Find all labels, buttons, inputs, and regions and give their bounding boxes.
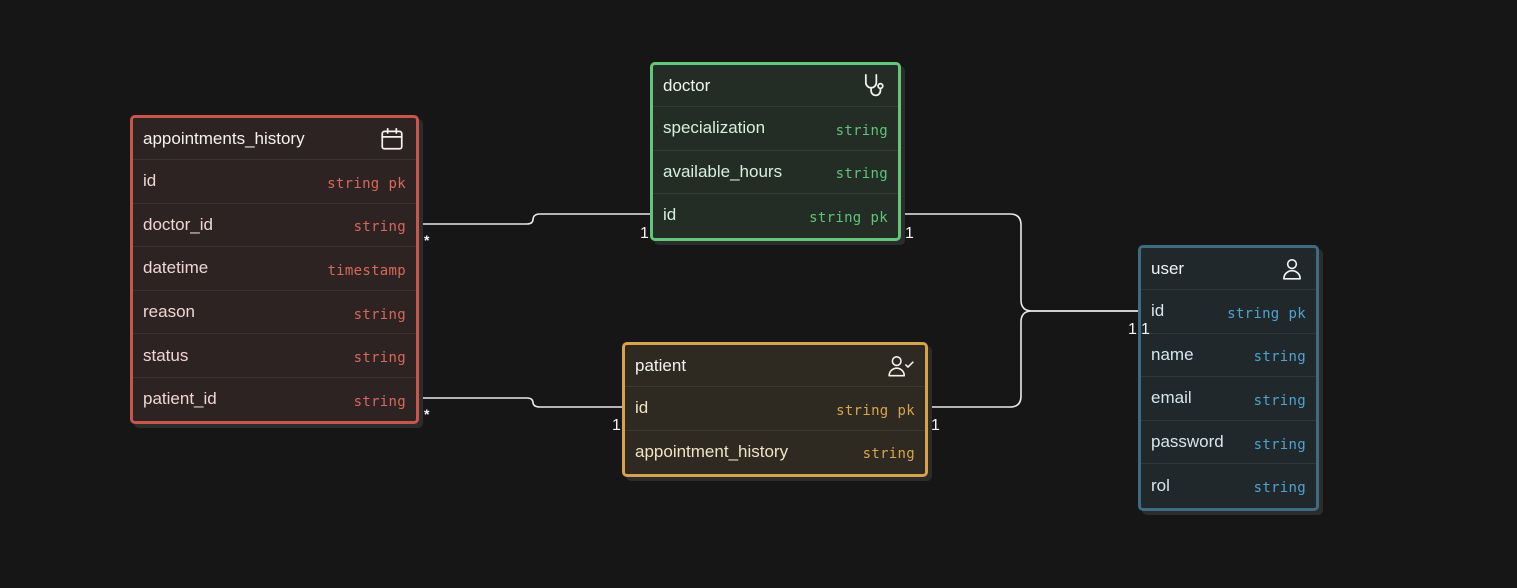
entity-appointments-history[interactable]: appointments_history id string pk doctor_…: [130, 115, 419, 424]
field-type: string: [1253, 436, 1306, 453]
field-row[interactable]: available_hours string: [653, 149, 898, 194]
field-type: string: [1253, 392, 1306, 409]
entity-header[interactable]: appointments_history: [133, 118, 416, 159]
field-name: id: [663, 205, 677, 225]
field-name: doctor_id: [143, 214, 213, 234]
stethoscope-icon: [860, 72, 888, 100]
entity-user[interactable]: user id string pk name string email strin…: [1138, 245, 1319, 511]
field-type: string: [835, 122, 888, 139]
field-type: string: [353, 219, 406, 236]
field-row[interactable]: password string: [1141, 419, 1316, 464]
field-row[interactable]: reason string: [133, 289, 416, 334]
field-row[interactable]: doctor_id string: [133, 202, 416, 247]
field-name: email: [1151, 388, 1192, 408]
field-name: reason: [143, 302, 195, 322]
cardinality-label: *: [424, 232, 430, 248]
field-name: id: [635, 398, 649, 418]
relation-line-appointments-doctor: [414, 213, 655, 225]
field-type: string pk: [1227, 306, 1306, 322]
pk-badge: pk: [388, 175, 406, 192]
relation-line-doctor-user: [897, 213, 1143, 312]
entity-header[interactable]: user: [1141, 248, 1316, 289]
cardinality-label: 1: [612, 417, 621, 434]
pk-badge: pk: [897, 402, 915, 419]
entity-header[interactable]: patient: [625, 345, 925, 386]
field-row[interactable]: id string pk: [133, 159, 416, 203]
type-label: string: [1227, 305, 1280, 322]
entity-title: user: [1151, 258, 1185, 278]
field-row[interactable]: name string: [1141, 332, 1316, 377]
relation-line-appointments-patient: [414, 397, 628, 408]
field-type: string: [835, 166, 888, 183]
cardinality-label: 1: [640, 225, 649, 242]
field-row[interactable]: email string: [1141, 376, 1316, 420]
field-name: rol: [1151, 475, 1170, 495]
field-type: string: [353, 306, 406, 323]
field-type: string: [353, 350, 406, 367]
calendar-icon: [378, 125, 406, 153]
relation-line-patient-user: [921, 310, 1143, 408]
field-row[interactable]: rol string: [1141, 463, 1316, 507]
field-type: string pk: [327, 176, 406, 192]
field-row[interactable]: appointment_history string: [625, 429, 925, 474]
field-row[interactable]: id string pk: [625, 386, 925, 430]
pk-badge: pk: [870, 209, 888, 226]
entity-header[interactable]: doctor: [653, 65, 898, 106]
field-name: specialization: [663, 118, 766, 138]
cardinality-label: 1: [1141, 321, 1150, 338]
entity-title: patient: [635, 355, 687, 375]
field-type: string pk: [809, 210, 888, 226]
field-name: password: [1151, 432, 1224, 452]
field-row[interactable]: id string pk: [1141, 289, 1316, 333]
field-name: appointment_history: [635, 441, 789, 461]
field-row[interactable]: id string pk: [653, 193, 898, 237]
pk-badge: pk: [1288, 305, 1306, 322]
cardinality-label: 1: [931, 417, 940, 434]
field-row[interactable]: specialization string: [653, 106, 898, 150]
entity-title: appointments_history: [143, 128, 305, 148]
field-name: available_hours: [663, 161, 783, 181]
field-row[interactable]: status string: [133, 333, 416, 377]
field-row[interactable]: patient_id string: [133, 376, 416, 421]
cardinality-label: *: [424, 406, 430, 422]
field-name: patient_id: [143, 389, 217, 409]
field-row[interactable]: datetime timestamp: [133, 246, 416, 290]
type-label: string: [327, 175, 380, 192]
user-check-icon: [887, 352, 915, 380]
field-type: string: [1253, 349, 1306, 366]
field-type: string: [353, 393, 406, 410]
field-type: string pk: [836, 403, 915, 419]
field-name: name: [1151, 344, 1194, 364]
entity-title: doctor: [663, 75, 711, 95]
field-type: string: [1253, 480, 1306, 497]
type-label: string: [836, 402, 889, 419]
cardinality-label: 1: [905, 225, 914, 242]
field-name: status: [143, 345, 189, 365]
field-type: string: [862, 446, 915, 463]
type-label: string: [809, 209, 862, 226]
entity-doctor[interactable]: doctor specialization string available_h…: [650, 62, 901, 241]
user-icon: [1278, 255, 1306, 283]
field-name: id: [143, 171, 157, 191]
field-name: id: [1151, 301, 1165, 321]
cardinality-label: 1: [1128, 321, 1137, 338]
entity-patient[interactable]: patient id string pk appointment_history …: [622, 342, 928, 477]
field-type: timestamp: [327, 262, 406, 279]
field-name: datetime: [143, 258, 209, 278]
